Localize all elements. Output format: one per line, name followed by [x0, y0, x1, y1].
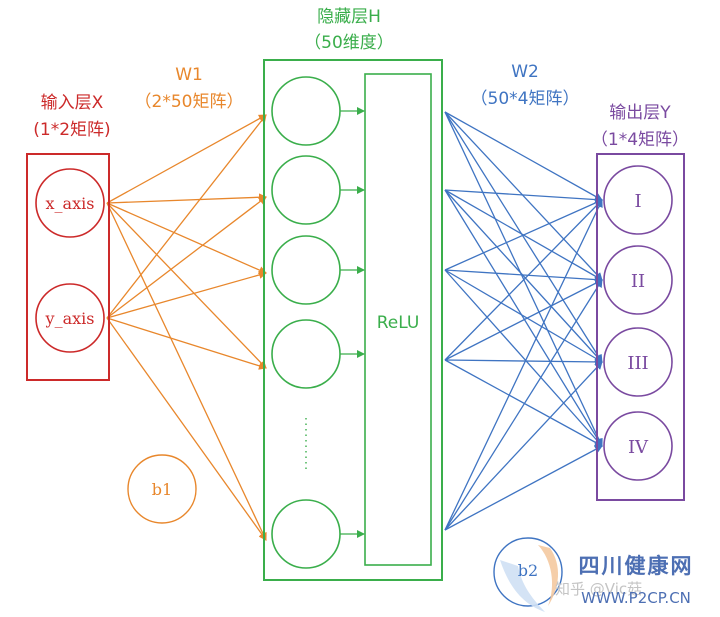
w2-shape: （50*4矩阵）	[471, 89, 580, 109]
hidden-node	[271, 319, 341, 389]
w1-edge	[106, 196, 267, 319]
hidden-node	[271, 76, 341, 146]
w2-edge	[444, 269, 603, 363]
bias-b1-node	[127, 454, 197, 524]
output-layer-box	[596, 153, 685, 501]
w1-edge	[106, 114, 267, 204]
w2-edge	[444, 361, 603, 531]
hidden-to-relu-connections	[340, 107, 365, 538]
w2-edge	[444, 357, 603, 366]
w1-title: W1	[175, 65, 203, 85]
relu-box	[364, 73, 432, 566]
w2-edge	[444, 359, 603, 447]
input-layer-box	[26, 153, 110, 381]
w2-edge	[444, 189, 603, 204]
w2-edge	[444, 199, 603, 361]
output-node-1-label: I	[634, 191, 641, 212]
site-logo-flame-icon	[538, 545, 559, 606]
relu-label: ReLU	[377, 313, 420, 333]
bias-b2-label: b2	[518, 561, 538, 580]
input-layer-shape: (1*2矩阵)	[33, 120, 110, 140]
w1-edge	[106, 202, 267, 274]
input-node-y	[35, 283, 105, 353]
hidden-node	[271, 499, 341, 569]
w2-edge	[444, 445, 603, 531]
hidden-layer-title: 隐藏层H	[317, 7, 381, 27]
input-layer-title: 输入层X	[41, 93, 104, 113]
site-name: 四川健康网	[579, 554, 694, 578]
output-layer-title: 输出层Y	[609, 103, 671, 123]
output-node-3	[603, 327, 673, 397]
w1-edge	[106, 271, 267, 319]
output-node-4	[603, 411, 673, 481]
w1-connections	[106, 114, 267, 541]
w2-edge	[444, 189, 603, 363]
bias-b1-label: b1	[152, 480, 172, 499]
w1-edge	[106, 202, 267, 541]
w2-edge	[444, 111, 603, 201]
w2-edge	[444, 199, 603, 271]
bias-b2-node	[493, 537, 563, 607]
zhihu-watermark: 知乎 @Vic菇	[555, 580, 642, 598]
output-node-4-label: IV	[628, 437, 649, 458]
output-layer-shape: （1*4矩阵）	[591, 130, 689, 150]
output-node-2-label: II	[631, 271, 645, 292]
w2-edge	[444, 279, 603, 361]
w2-connections	[444, 111, 603, 531]
hidden-layer: 隐藏层H （50维度） ReLU	[263, 7, 443, 581]
w1-edge	[106, 202, 267, 369]
hidden-node	[271, 235, 341, 305]
output-node-2	[603, 245, 673, 315]
w2-edge	[444, 111, 603, 363]
hidden-layer-shape: （50维度）	[304, 33, 394, 53]
w2-edge	[444, 269, 603, 284]
site-url: WWW.P2CP.CN	[581, 589, 691, 607]
w2-edge	[444, 279, 603, 531]
w2-title: W2	[511, 62, 539, 82]
site-logo-icon	[500, 560, 545, 612]
watermark: b2 知乎 @Vic菇 四川健康网 WWW.P2CP.CN	[493, 537, 694, 612]
w1-edge	[106, 317, 267, 370]
output-node-1	[603, 165, 673, 235]
w2-edge	[444, 199, 603, 531]
hidden-layer-box	[263, 59, 443, 581]
input-node-y-label: y_axis	[45, 309, 95, 328]
output-node-3-label: III	[627, 353, 648, 374]
w2-edge	[444, 269, 603, 447]
input-node-x-label: x_axis	[46, 194, 95, 213]
w2-edge	[444, 189, 603, 447]
output-layer: 输出层Y （1*4矩阵） I II III IV	[591, 103, 689, 501]
hidden-node	[271, 155, 341, 225]
input-layer: 输入层X (1*2矩阵) x_axis y_axis	[26, 93, 111, 381]
w1-edge	[106, 114, 267, 319]
w1-edge	[106, 193, 267, 204]
input-node-x	[35, 168, 105, 238]
w1-shape: （2*50矩阵）	[135, 92, 244, 112]
w1-edge	[106, 317, 267, 541]
w2-edge	[444, 111, 603, 281]
